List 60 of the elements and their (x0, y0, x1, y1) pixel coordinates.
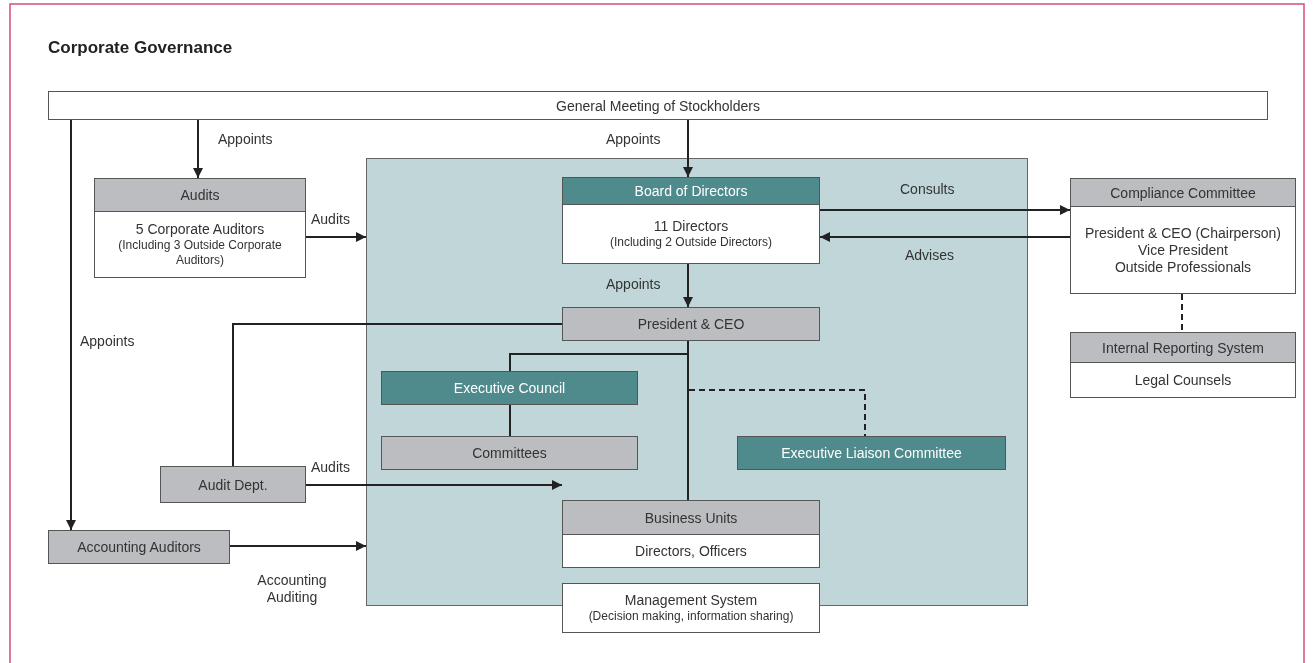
edge-label: Appoints (606, 276, 661, 293)
arrow (683, 119, 693, 178)
box-label: President & CEO (636, 316, 746, 332)
arrow (683, 263, 693, 308)
box-text: (Decision making, information sharing) (588, 609, 794, 624)
edge-label: Advises (905, 247, 955, 264)
box-text: (Including 3 Outside Corporate Auditors) (117, 238, 283, 268)
connector-line (687, 340, 866, 437)
management-area (366, 158, 1028, 606)
edge-label: Appoints (218, 131, 273, 148)
box-text: 5 Corporate Auditors (135, 221, 265, 238)
box-text: Directors, Officers (635, 542, 747, 560)
connector-line (232, 323, 563, 467)
box-text: President & CEO (Chairperson) (1084, 224, 1282, 242)
org-box (737, 436, 1006, 470)
edge-label: Audits (311, 459, 350, 476)
edge-label: Audits (311, 211, 350, 228)
box-text: Management System (624, 592, 758, 609)
org-box (562, 500, 820, 568)
org-box (562, 307, 820, 341)
arrow (193, 119, 203, 179)
connector-line (1181, 293, 1183, 333)
box-label: Accounting Auditors (76, 539, 202, 555)
arrow (305, 232, 367, 242)
org-box (562, 177, 820, 264)
org-box (48, 530, 230, 564)
org-box (381, 436, 638, 470)
arrow (66, 119, 76, 531)
box-text: Legal Counsels (1134, 371, 1232, 389)
box-text: (Including 2 Outside Directors) (609, 235, 773, 250)
box-label: General Meeting of Stockholders (555, 97, 761, 114)
arrow (305, 480, 563, 490)
box-heading: Board of Directors (634, 183, 748, 199)
edge-label: Appoints (606, 131, 661, 148)
org-box (160, 466, 306, 503)
edge-label: Consults (900, 181, 955, 198)
org-box (1070, 332, 1296, 398)
box-heading: Audits (180, 187, 220, 203)
box-label: Committees (471, 445, 548, 461)
org-box (48, 91, 1268, 120)
box-heading: Compliance Committee (1110, 184, 1256, 201)
diagram-title: Corporate Governance (48, 38, 233, 58)
arrow (819, 205, 1071, 215)
edge-label: Accounting Auditing (256, 572, 328, 606)
org-box (562, 583, 820, 633)
box-label: Audit Dept. (197, 476, 269, 493)
box-text: Outside Professionals (1114, 258, 1252, 276)
org-box (1070, 178, 1296, 294)
arrow (229, 541, 367, 551)
box-label: Executive Council (452, 380, 567, 396)
org-box (94, 178, 306, 278)
box-heading: Internal Reporting System (1102, 339, 1264, 356)
box-label: Executive Liaison Committee (780, 445, 963, 461)
org-box (381, 371, 638, 405)
connector-line (509, 404, 511, 437)
box-heading: Business Units (644, 509, 738, 526)
edge-label: Appoints (80, 333, 135, 350)
box-text: 11 Directors (653, 218, 729, 235)
box-text: Vice President (1138, 241, 1228, 259)
arrow (819, 232, 1071, 242)
